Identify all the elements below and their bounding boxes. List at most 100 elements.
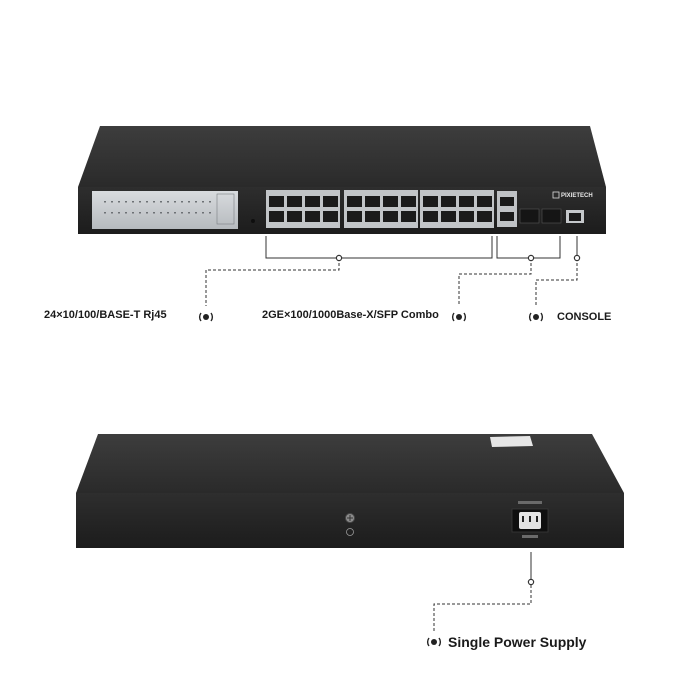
power-rating-label bbox=[518, 501, 542, 504]
brand-logo-text: PIXIETECH bbox=[561, 193, 593, 199]
console-leader bbox=[535, 258, 578, 306]
led-dot bbox=[195, 201, 197, 203]
port-annotations bbox=[205, 236, 578, 306]
led-dot bbox=[209, 201, 211, 203]
led-dot bbox=[174, 201, 176, 203]
led-dot bbox=[174, 212, 176, 214]
led-dot bbox=[188, 212, 190, 214]
rj45-port bbox=[459, 196, 474, 207]
rj45-port bbox=[323, 196, 338, 207]
ground-symbol-icon bbox=[346, 528, 354, 536]
target-icon bbox=[198, 312, 214, 322]
target-icon bbox=[528, 312, 544, 322]
led-dot bbox=[153, 212, 155, 214]
rj45-port-block bbox=[420, 190, 494, 228]
console-port-socket bbox=[569, 213, 581, 221]
sfp-slot bbox=[519, 208, 540, 224]
led-dot bbox=[209, 212, 211, 214]
rj45-port bbox=[423, 211, 438, 222]
brand-logo-icon bbox=[552, 191, 560, 199]
rj45-port bbox=[347, 196, 362, 207]
rj45-port bbox=[401, 211, 416, 222]
rj45-leader bbox=[205, 258, 340, 306]
power-leader bbox=[433, 585, 532, 632]
led-dot bbox=[195, 212, 197, 214]
led-indicators bbox=[104, 201, 211, 214]
power-rating-label bbox=[522, 535, 538, 538]
combo-leader bbox=[458, 258, 532, 306]
led-dot bbox=[153, 201, 155, 203]
console-label: CONSOLE bbox=[557, 311, 612, 323]
rj45-port bbox=[347, 211, 362, 222]
rj45-port-block bbox=[266, 190, 340, 228]
combo-rj45-port bbox=[500, 197, 514, 206]
led-dot bbox=[132, 212, 134, 214]
led-panel-box bbox=[216, 193, 235, 225]
led-dot bbox=[167, 201, 169, 203]
led-dot bbox=[181, 212, 183, 214]
rj45-port bbox=[423, 196, 438, 207]
rj45-port bbox=[459, 211, 474, 222]
rj45-port bbox=[305, 211, 320, 222]
led-dot bbox=[125, 212, 127, 214]
power-pin bbox=[522, 516, 524, 522]
power-pin bbox=[529, 516, 531, 522]
reset-button bbox=[251, 219, 255, 223]
rear-top-surface bbox=[76, 434, 624, 493]
led-dot bbox=[125, 201, 127, 203]
led-dot bbox=[111, 212, 113, 214]
rj45-port bbox=[269, 211, 284, 222]
rj45-port bbox=[441, 211, 456, 222]
led-dot bbox=[104, 201, 106, 203]
led-panel bbox=[92, 191, 238, 229]
rj45-port-group bbox=[266, 190, 494, 228]
rj45-label: 24×10/100/BASE-T Rj45 bbox=[44, 309, 167, 321]
led-dot bbox=[146, 201, 148, 203]
switch-front bbox=[78, 126, 606, 234]
switch-rear bbox=[76, 434, 624, 548]
led-dot bbox=[181, 201, 183, 203]
rj45-port-block bbox=[344, 190, 418, 228]
annotation-dots bbox=[335, 254, 581, 262]
led-dot bbox=[202, 201, 204, 203]
rj45-port bbox=[383, 196, 398, 207]
led-dot bbox=[139, 212, 141, 214]
rj45-port bbox=[401, 196, 416, 207]
rj45-port bbox=[441, 196, 456, 207]
combo-port-block bbox=[497, 191, 517, 227]
rj45-port bbox=[287, 196, 302, 207]
led-dot bbox=[160, 212, 162, 214]
led-dot bbox=[160, 201, 162, 203]
combo-label: 2GE×100/1000Base-X/SFP Combo bbox=[262, 309, 439, 321]
rj45-port bbox=[477, 196, 492, 207]
target-icon bbox=[426, 637, 442, 647]
led-dot bbox=[188, 201, 190, 203]
sfp-slot bbox=[541, 208, 562, 224]
rear-label-sticker bbox=[490, 436, 533, 447]
rj45-port bbox=[383, 211, 398, 222]
combo-rj45-port bbox=[500, 212, 514, 221]
led-dot bbox=[167, 212, 169, 214]
rj45-port bbox=[287, 211, 302, 222]
switch-top-surface bbox=[78, 126, 606, 187]
led-dot bbox=[118, 212, 120, 214]
combo-bracket bbox=[496, 236, 561, 259]
rj45-port bbox=[323, 211, 338, 222]
power-pin bbox=[536, 516, 538, 522]
led-dot bbox=[104, 212, 106, 214]
led-dot bbox=[118, 201, 120, 203]
rj45-port bbox=[269, 196, 284, 207]
power-supply-label: Single Power Supply bbox=[448, 634, 587, 650]
rj45-port bbox=[365, 196, 380, 207]
rj45-port bbox=[305, 196, 320, 207]
led-dot bbox=[132, 201, 134, 203]
rj45-bracket bbox=[265, 236, 493, 259]
target-icons-front bbox=[198, 312, 544, 322]
rj45-port bbox=[477, 211, 492, 222]
power-annotation bbox=[426, 552, 535, 647]
led-dot bbox=[202, 212, 204, 214]
rj45-port bbox=[365, 211, 380, 222]
led-dot bbox=[139, 201, 141, 203]
target-icon bbox=[451, 312, 467, 322]
